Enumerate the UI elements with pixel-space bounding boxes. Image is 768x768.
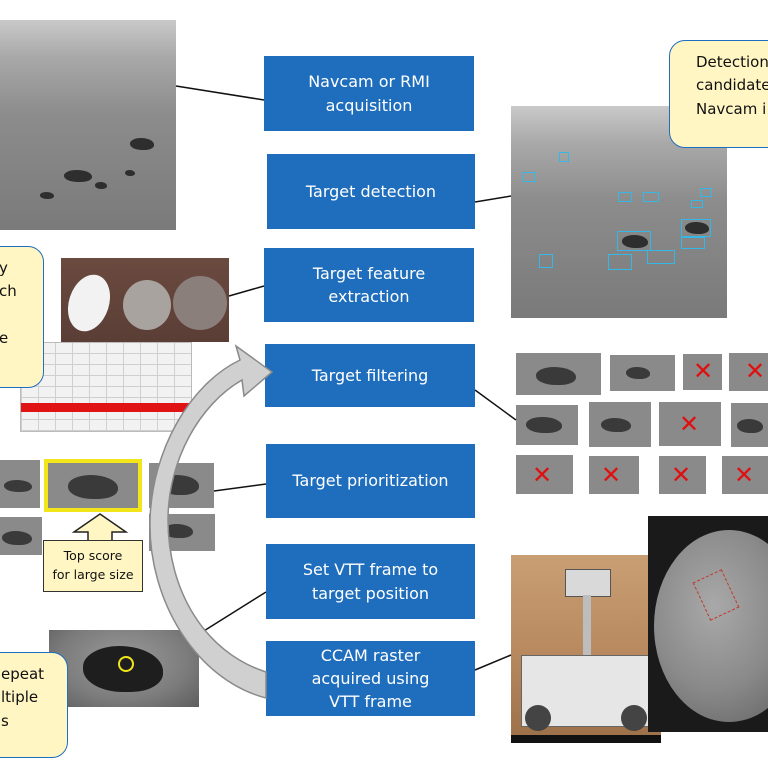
candidate-tile: ✕ bbox=[516, 455, 573, 494]
detection-box bbox=[539, 254, 553, 268]
candidate-tile: ✕ bbox=[729, 353, 768, 391]
candidate-tile: ✕ bbox=[659, 456, 706, 494]
curved-arrow-icon bbox=[149, 344, 274, 699]
gray-rock bbox=[123, 280, 171, 330]
detection-box bbox=[523, 172, 536, 182]
detection-box bbox=[647, 250, 675, 264]
candidate-tile bbox=[0, 517, 42, 555]
red-x-icon: ✕ bbox=[745, 357, 766, 385]
vtt-point-icon bbox=[118, 656, 134, 672]
candidate-tile bbox=[610, 355, 675, 391]
red-x-icon: ✕ bbox=[693, 357, 714, 385]
rover-mast bbox=[565, 569, 611, 597]
candidate-tile: ✕ bbox=[683, 354, 722, 390]
dark-rock bbox=[173, 276, 227, 330]
candidate-tile bbox=[731, 403, 768, 447]
caption-strip bbox=[511, 735, 661, 743]
rover-wheel bbox=[621, 705, 647, 731]
red-x-icon: ✕ bbox=[601, 461, 622, 489]
navcam-photo bbox=[0, 20, 176, 230]
rmi-photo bbox=[648, 516, 768, 732]
rock bbox=[125, 170, 135, 176]
step-target-prioritization: Target prioritization bbox=[266, 444, 475, 518]
rock bbox=[95, 182, 107, 189]
step-ccam-raster: CCAM raster acquired using VTT frame bbox=[266, 641, 475, 716]
detection-box bbox=[559, 152, 569, 162]
rock bbox=[130, 138, 154, 150]
detection-box bbox=[681, 237, 705, 249]
rover-mast bbox=[583, 595, 591, 655]
detection-box bbox=[691, 200, 703, 208]
rover-wheel bbox=[525, 705, 551, 731]
candidate-tile: ✕ bbox=[589, 456, 639, 494]
connector-line bbox=[474, 654, 512, 671]
candidate-tile bbox=[516, 405, 578, 445]
step-target-filtering: Target filtering bbox=[265, 344, 475, 407]
rock bbox=[40, 192, 54, 199]
detection-box bbox=[643, 192, 659, 202]
step-set-vtt-frame: Set VTT frame to target position bbox=[266, 544, 475, 619]
connector-line bbox=[213, 483, 267, 492]
rock bbox=[64, 170, 92, 182]
connector-line bbox=[474, 195, 512, 203]
candidate-tile bbox=[589, 402, 651, 447]
detection-box bbox=[608, 254, 632, 270]
candidate-tile: ✕ bbox=[659, 402, 721, 446]
step-feature-extraction: Target feature extraction bbox=[264, 248, 474, 322]
red-x-icon: ✕ bbox=[671, 461, 692, 489]
connector-line bbox=[228, 285, 265, 297]
step-navcam-acquisition: Navcam or RMI acquisition bbox=[264, 56, 474, 131]
red-x-icon: ✕ bbox=[679, 410, 700, 438]
repeat-note: epeat ltiple s bbox=[0, 652, 68, 758]
detection-box bbox=[681, 219, 711, 237]
detection-box bbox=[618, 192, 632, 202]
connector-line bbox=[175, 85, 265, 101]
red-x-icon: ✕ bbox=[734, 461, 755, 489]
top-score-note: Top score for large size bbox=[43, 540, 143, 592]
detection-box bbox=[700, 188, 712, 197]
candidate-tile bbox=[516, 353, 601, 395]
connector-line bbox=[474, 389, 517, 421]
candidate-tile bbox=[0, 460, 40, 508]
rmi-disc bbox=[654, 530, 768, 722]
detection-note: Detection candidate Navcam i bbox=[669, 40, 768, 148]
rover-photo bbox=[511, 555, 661, 743]
feature-rocks-photo bbox=[61, 258, 229, 342]
highlight-row bbox=[21, 403, 191, 412]
feature-table bbox=[20, 342, 192, 432]
detection-box bbox=[617, 231, 651, 251]
top-score-tile bbox=[44, 459, 142, 512]
red-x-icon: ✕ bbox=[532, 461, 553, 489]
candidate-tile: ✕ bbox=[722, 456, 768, 494]
vtt-target-photo bbox=[49, 630, 199, 707]
connector-line bbox=[198, 591, 267, 635]
features-note: y ch e bbox=[0, 246, 44, 388]
step-target-detection: Target detection bbox=[267, 154, 475, 229]
